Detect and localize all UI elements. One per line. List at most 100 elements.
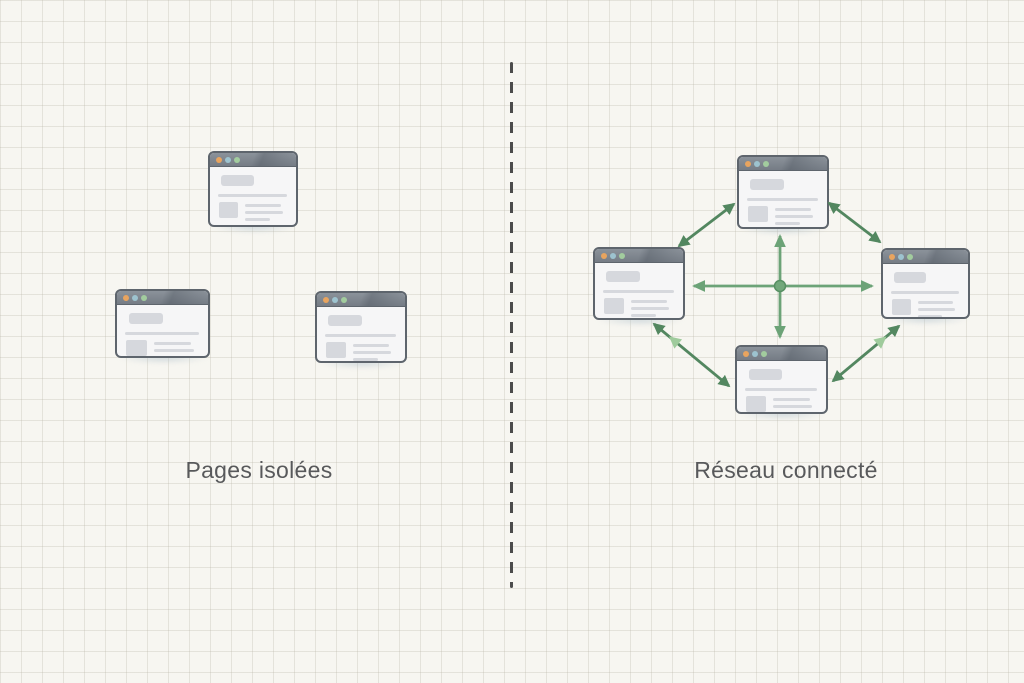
window-control-dot-orange [889,253,895,260]
browser-window-network-bottom [728,345,837,422]
content-text-line [352,344,390,347]
content-text-line [244,211,283,214]
content-image-block [603,298,624,314]
content-row [218,202,296,221]
window-control-dot-green [141,294,147,301]
content-row [603,298,683,317]
window-body [317,307,405,361]
content-text-line [217,194,288,197]
window-control-dot-green [761,350,767,357]
window-body [739,171,827,227]
content-text-column [352,342,393,361]
content-text-line [774,208,812,211]
content-text-line [774,215,814,218]
window-control-dot-orange [216,156,222,163]
window-control-dot-orange [123,294,129,301]
window-titlebar [883,250,968,264]
window-body [210,167,296,225]
content-text-line [154,356,180,358]
content-image-block [325,342,346,358]
content-text-column [153,340,195,358]
browser-window-network-left [586,247,694,328]
left-panel-label: Pages isolées [185,457,333,483]
window-control-dot-orange [743,350,749,357]
connection-arrow [652,322,731,388]
content-text-line [153,342,192,345]
content-heading-block [128,313,164,324]
content-text-line [244,218,270,221]
browser-window-network-top [730,155,838,237]
content-text-line [772,405,813,408]
content-text-line [917,315,943,317]
divider-dashed-line [510,62,513,588]
content-text-line [602,290,675,293]
content-text-column [774,206,815,225]
window-control-dot-green [341,296,347,303]
window-frame [208,151,298,227]
window-frame [735,345,828,414]
window-control-dot-green [907,253,913,260]
content-heading-block [748,369,783,380]
window-frame [737,155,829,229]
window-control-dot-orange [323,296,329,303]
right-panel-label: Réseau connecté [694,457,878,483]
network-hub-dot [773,279,787,293]
content-image-block [126,340,147,356]
content-text-line [746,198,819,201]
content-text-line [630,314,656,317]
mid-arrowhead [873,336,887,349]
content-text-line [773,412,799,414]
window-control-dot-green [763,160,769,167]
window-control-dot-blue [610,252,616,259]
content-row [325,342,405,361]
content-row [745,396,826,414]
content-text-line [125,332,199,335]
window-body [595,263,683,318]
content-text-line [890,291,960,294]
content-text-column [244,202,284,221]
content-text-line [153,349,194,352]
window-titlebar [317,293,405,307]
content-image-block [218,202,238,218]
content-image-block [745,396,766,412]
content-row [747,206,827,225]
content-heading-block [750,179,784,190]
content-text-column [772,396,813,414]
content-heading-block [894,272,927,283]
content-row [126,340,208,358]
window-titlebar [739,157,827,171]
content-text-line [630,307,670,310]
window-titlebar [595,249,683,263]
window-body [737,361,826,414]
content-image-block [891,299,911,315]
content-text-line [917,301,953,304]
content-text-line [745,388,818,391]
window-control-dot-blue [898,253,904,260]
content-text-line [774,222,800,225]
window-control-dot-blue [225,156,231,163]
window-frame [315,291,407,363]
content-text-line [352,351,392,354]
content-heading-block [328,315,362,326]
window-control-dot-orange [745,160,751,167]
browser-window-network-right [874,248,978,327]
window-frame [593,247,685,320]
content-text-line [244,204,281,207]
connection-arrow [831,324,901,383]
browser-window-isolated-1 [201,151,307,235]
content-text-line [324,334,397,337]
window-control-dot-blue [754,160,760,167]
content-text-line [352,358,378,361]
content-text-column [917,299,956,317]
content-text-column [630,298,671,317]
window-frame [115,289,210,358]
window-body [883,264,968,317]
content-image-block [747,206,768,222]
window-control-dot-green [619,252,625,259]
browser-window-isolated-2 [108,289,219,366]
content-heading-block [221,175,254,186]
window-control-dot-blue [752,350,758,357]
window-control-dot-blue [132,294,138,301]
content-text-line [630,300,668,303]
